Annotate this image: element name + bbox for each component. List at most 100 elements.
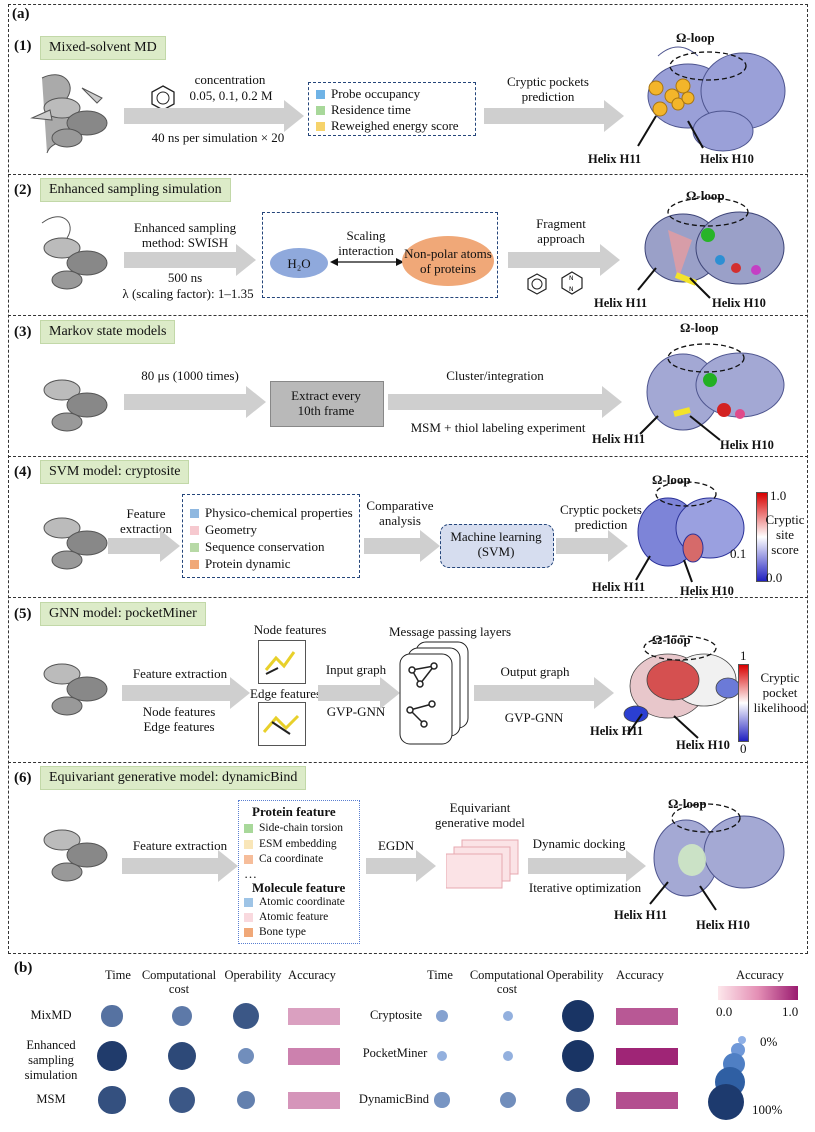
section-divider bbox=[8, 174, 808, 175]
accuracy-legend-min: 0.0 bbox=[716, 1004, 733, 1019]
svm-model-label: Machine learning (SVM) bbox=[450, 529, 542, 559]
process-arrow bbox=[508, 244, 620, 276]
feature-extraction-label: Feature extraction bbox=[120, 506, 172, 536]
svm-model-box bbox=[440, 524, 554, 568]
comparative-analysis-label: Comparative analysis bbox=[366, 498, 434, 528]
protein-structure-icon bbox=[43, 829, 108, 882]
msm-label: MSM + thiol labeling experiment bbox=[410, 420, 586, 435]
colorbar-max: 1 bbox=[740, 648, 747, 663]
input-graph-label: Input graph bbox=[325, 662, 387, 677]
protein-3d-structure bbox=[637, 46, 786, 152]
molecule-feature-item: Atomic coordinate bbox=[244, 896, 345, 908]
concentration-values: 0.05, 0.1, 0.2 M bbox=[189, 88, 273, 103]
node-features-structure bbox=[258, 640, 306, 684]
water-label: H₂O bbox=[287, 256, 311, 271]
metric-bubble-time bbox=[98, 1086, 126, 1114]
legend-item-residence-time: Residence time bbox=[316, 102, 411, 118]
legend-swatch bbox=[316, 89, 325, 99]
colorbar-mid: 0.1 bbox=[730, 546, 747, 561]
accuracy-bar bbox=[288, 1092, 340, 1109]
dynamicbind-features-box bbox=[238, 800, 360, 944]
concentration-label: concentration bbox=[194, 72, 266, 87]
legend-item-probe-occupancy: Probe occupancy bbox=[316, 86, 420, 102]
cryptic-pockets-label: Cryptic pockets prediction bbox=[560, 502, 642, 532]
metric-bubble-time bbox=[435, 1009, 449, 1023]
panel-a-label: (a) bbox=[12, 6, 30, 22]
colorbar-title: Cryptic site score bbox=[765, 512, 805, 557]
row-label: Cryptosite bbox=[369, 1008, 423, 1022]
process-arrow bbox=[318, 677, 400, 709]
helix-h10-label: Helix H10 bbox=[720, 438, 774, 452]
dynamic-docking-label: Dynamic docking bbox=[532, 836, 626, 851]
double-arrow-icon bbox=[330, 258, 404, 266]
feature-sequence-conservation: Sequence conservation bbox=[190, 539, 324, 555]
protein-feature-heading: Protein feature bbox=[252, 804, 336, 819]
helix-h10-label: Helix H10 bbox=[712, 296, 766, 310]
protein-feature-item: Side-chain torsion bbox=[244, 822, 343, 834]
process-arrow bbox=[124, 100, 304, 132]
section-divider bbox=[8, 597, 808, 598]
legend-swatch bbox=[190, 542, 199, 552]
legend-swatch bbox=[244, 839, 253, 849]
col-header: Accuracy bbox=[288, 968, 336, 982]
accuracy-bar bbox=[288, 1008, 340, 1025]
helix-h11-label: Helix H11 bbox=[592, 580, 646, 594]
section-2-title: Enhanced sampling simulation bbox=[40, 178, 231, 202]
accuracy-bar bbox=[288, 1048, 340, 1065]
legend-item-reweighed-energy: Reweighed energy score bbox=[316, 118, 459, 134]
water-bubble bbox=[270, 248, 328, 278]
process-arrow bbox=[108, 530, 180, 562]
protein-structure-icon bbox=[30, 74, 108, 154]
cryptic-pockets-label: Cryptic pockets prediction bbox=[507, 74, 589, 104]
helix-h11-label: Helix H11 bbox=[614, 908, 668, 922]
output-graph-label: Output graph bbox=[500, 664, 570, 679]
legend-swatch bbox=[244, 854, 253, 864]
section-divider bbox=[8, 315, 808, 316]
legend-swatch bbox=[190, 508, 199, 518]
row-label: DynamicBind bbox=[358, 1092, 430, 1106]
helix-h11-label: Helix H11 bbox=[590, 724, 644, 738]
metric-bubble-operability bbox=[233, 1003, 259, 1029]
cluster-integration-label: Cluster/integration bbox=[446, 368, 544, 383]
equivariant-model-label: Equivariant generative model bbox=[435, 800, 525, 830]
message-passing-layers bbox=[399, 641, 469, 745]
metric-bubble-operability bbox=[236, 1090, 256, 1110]
protein-3d-structure bbox=[649, 803, 785, 911]
nonpolar-atoms-bubble bbox=[402, 236, 494, 286]
col-header: Time bbox=[427, 968, 453, 982]
metric-bubble-cost bbox=[502, 1010, 514, 1022]
helix-h10-label: Helix H10 bbox=[676, 738, 730, 752]
helix-h11-label: Helix H11 bbox=[594, 296, 648, 310]
metric-bubble-time bbox=[101, 1005, 123, 1027]
process-arrow bbox=[474, 677, 614, 709]
edge-features-label: Edge features bbox=[250, 686, 322, 701]
accuracy-bar bbox=[616, 1092, 678, 1109]
helix-h11-label: Helix H11 bbox=[588, 152, 642, 166]
feature-geometry: Geometry bbox=[190, 522, 257, 538]
scaling-interaction-box bbox=[262, 212, 498, 298]
process-arrow bbox=[124, 386, 266, 418]
metric-bubble-cost bbox=[499, 1091, 517, 1109]
simulation-duration: 80 μs (1000 times) bbox=[141, 368, 239, 383]
helix-h10-label: Helix H10 bbox=[680, 584, 734, 598]
legend-swatch bbox=[190, 559, 199, 569]
extract-frame-box bbox=[270, 381, 384, 427]
legend-swatch bbox=[244, 897, 253, 907]
sampling-method: Enhanced sampling method: SWISH bbox=[133, 220, 237, 250]
molecule-feature-item: Bone type bbox=[244, 926, 306, 938]
metric-bubble-operability bbox=[562, 1040, 594, 1072]
process-arrow bbox=[364, 530, 440, 562]
node-edge-features-label: Node features Edge features bbox=[142, 704, 216, 734]
message-passing-label: Message passing layers bbox=[388, 624, 512, 639]
gvp-gnn-output-label: GVP-GNN bbox=[504, 710, 564, 725]
protein-3d-structure bbox=[639, 343, 785, 441]
metric-bubble-cost bbox=[169, 1087, 195, 1113]
section-6-number: (6) bbox=[14, 770, 32, 786]
section-divider bbox=[8, 762, 808, 763]
section-1-number: (1) bbox=[14, 38, 32, 54]
omega-loop-label: Ω-loop bbox=[652, 472, 691, 487]
cryptic-site-colorbar bbox=[756, 492, 768, 582]
row-label: MSM bbox=[36, 1092, 66, 1106]
row-label: Enhanced sampling simulation bbox=[24, 1038, 78, 1082]
size-legend-max: 100% bbox=[752, 1102, 783, 1117]
